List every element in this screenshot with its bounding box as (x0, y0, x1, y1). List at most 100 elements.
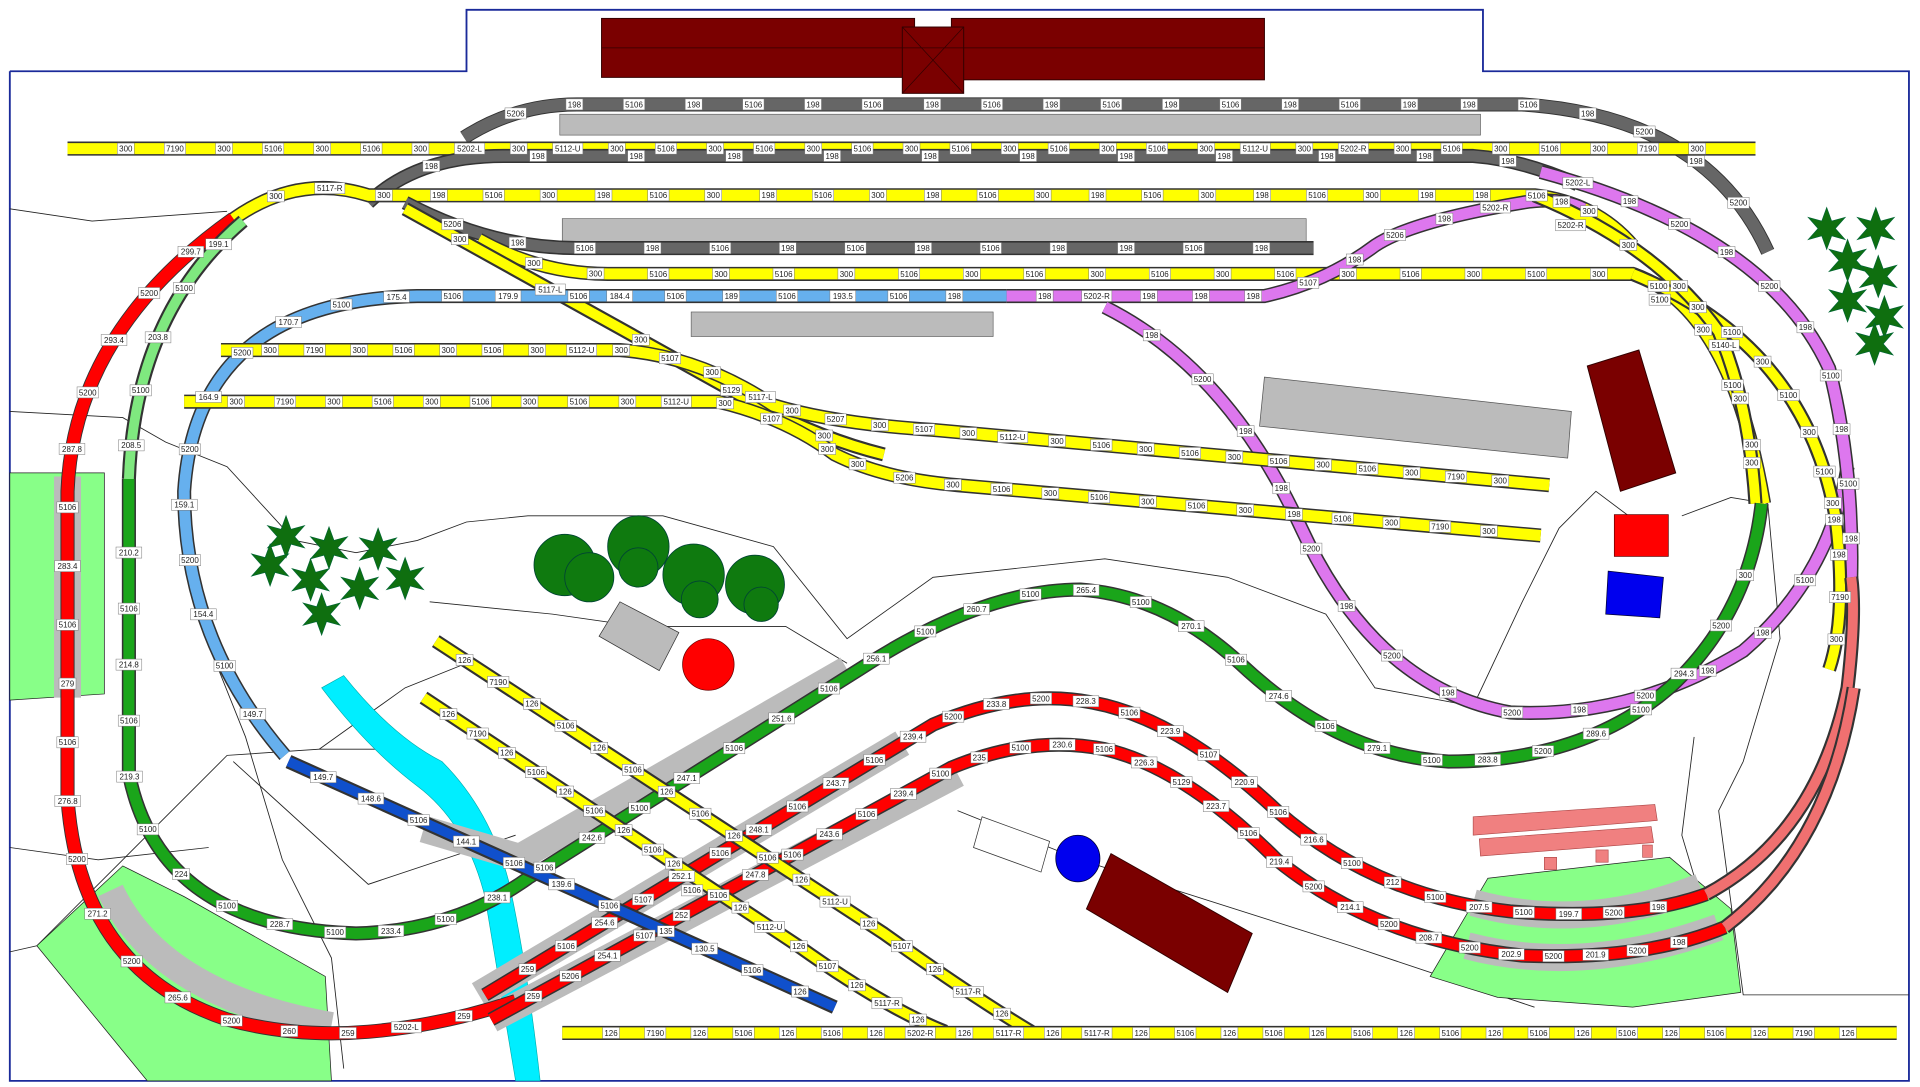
svg-text:300: 300 (610, 144, 624, 153)
track-label: 300 (439, 344, 457, 356)
track-label: 5106 (949, 142, 972, 155)
track-label: 198 (923, 98, 942, 111)
track-label: 5106 (818, 682, 840, 695)
track-label: 198 (1830, 549, 1848, 561)
svg-text:5106: 5106 (743, 966, 761, 975)
track-label: 7190 (487, 676, 510, 688)
track-label: 5107 (633, 929, 656, 942)
svg-text:300: 300 (1756, 357, 1770, 366)
svg-text:126: 126 (734, 903, 748, 912)
track-label: 5106 (1093, 743, 1116, 755)
track-label: 149.7 (239, 708, 267, 720)
svg-text:242.6: 242.6 (582, 834, 603, 843)
svg-text:5106: 5106 (472, 398, 490, 407)
svg-text:300: 300 (1745, 441, 1759, 450)
track-label: 300 (313, 142, 331, 155)
track-label: 5100 (1019, 588, 1042, 601)
track-label: 198 (1570, 704, 1589, 716)
track-label: 198 (924, 189, 942, 202)
svg-text:198: 198 (1256, 191, 1270, 200)
track-label: 5112-U (566, 344, 597, 356)
track-label: 126 (725, 829, 743, 842)
track-label: 126 (1397, 1027, 1415, 1039)
svg-text:5202-L: 5202-L (394, 1023, 419, 1032)
track-salmon-right-2[interactable] (1721, 687, 1859, 932)
track-label: 5106 (655, 142, 677, 155)
track-label: 300 (1295, 142, 1314, 155)
track-yellow-3[interactable] (476, 234, 1770, 505)
svg-text:259: 259 (457, 1012, 471, 1021)
track-label: 126 (731, 901, 750, 914)
track-light-blue[interactable] (178, 290, 1007, 759)
svg-text:5100: 5100 (932, 769, 950, 778)
svg-text:300: 300 (1003, 144, 1017, 153)
svg-text:300: 300 (1622, 241, 1636, 250)
svg-text:5106: 5106 (1227, 656, 1245, 665)
track-label: 198 (945, 290, 964, 302)
svg-text:271.2: 271.2 (88, 910, 109, 919)
svg-text:198: 198 (1255, 244, 1269, 253)
track-label: 5202-L (454, 142, 485, 155)
svg-text:5100: 5100 (332, 300, 350, 309)
svg-text:265.6: 265.6 (168, 993, 189, 1002)
track-label: 5106 (533, 861, 556, 874)
track-label: 300 (227, 395, 245, 408)
track-label: 5200 (1458, 941, 1481, 954)
svg-text:5106: 5106 (527, 768, 545, 777)
track-label: 5100 (1525, 268, 1548, 280)
track-pink-right[interactable] (1539, 166, 1857, 578)
track-yellow-diag-b[interactable] (420, 693, 948, 1037)
svg-text:265.4: 265.4 (1076, 586, 1097, 595)
svg-text:5100: 5100 (1423, 756, 1441, 765)
svg-text:300: 300 (1803, 428, 1817, 437)
svg-text:5200: 5200 (1032, 694, 1050, 703)
track-label: 289.6 (1582, 727, 1610, 740)
svg-text:5106: 5106 (1308, 191, 1326, 200)
svg-text:5106: 5106 (864, 100, 882, 109)
svg-text:5100: 5100 (916, 627, 934, 636)
track-label: 5106 (641, 843, 664, 856)
track-label: 126 (556, 785, 574, 798)
svg-text:5106: 5106 (755, 144, 773, 153)
track-label: 5202-R (1479, 201, 1511, 214)
track-label: 5106 (392, 344, 415, 356)
track-label: 300 (618, 395, 637, 408)
track-label: 126 (1485, 1027, 1504, 1039)
svg-text:5106: 5106 (820, 684, 838, 693)
track-label: 5106 (689, 807, 712, 820)
track-salmon-right[interactable] (1704, 576, 1858, 899)
track-label: 239.4 (899, 730, 927, 743)
svg-text:7190: 7190 (1831, 593, 1849, 602)
track-label: 300 (1800, 426, 1818, 438)
svg-text:5106: 5106 (784, 850, 802, 859)
track-label: 5106 (707, 889, 730, 901)
track-label: 126 (779, 1027, 797, 1039)
svg-text:5106: 5106 (1341, 100, 1359, 109)
track-label: 203.8 (144, 331, 172, 344)
svg-text:5202-R: 5202-R (907, 1029, 933, 1038)
track-label: 300 (818, 443, 836, 455)
track-grey-2[interactable] (364, 150, 1580, 207)
track-label: 5106 (756, 851, 779, 864)
svg-text:5206: 5206 (1386, 231, 1404, 240)
svg-text:5200: 5200 (1712, 621, 1730, 630)
track-label: 5100 (1420, 754, 1443, 766)
svg-text:198: 198 (629, 152, 643, 161)
track-label: 5117-L (534, 283, 566, 296)
svg-text:130.5: 130.5 (695, 945, 716, 954)
svg-text:5106: 5106 (120, 604, 138, 613)
svg-text:126: 126 (995, 1010, 1009, 1019)
svg-text:300: 300 (821, 445, 835, 454)
svg-text:5106: 5106 (1120, 709, 1138, 718)
svg-text:300: 300 (1228, 453, 1242, 462)
track-label: 130.5 (691, 942, 718, 955)
track-label: 198 (1620, 195, 1639, 208)
svg-text:5106: 5106 (759, 854, 777, 863)
track-label: 5100 (1009, 741, 1032, 754)
track-label: 300 (712, 268, 730, 280)
track-label: 126 (848, 979, 866, 992)
track-label: 126 (455, 654, 474, 666)
svg-text:126: 126 (617, 826, 631, 835)
svg-text:300: 300 (527, 259, 541, 268)
track-label: 300 (1041, 487, 1060, 499)
